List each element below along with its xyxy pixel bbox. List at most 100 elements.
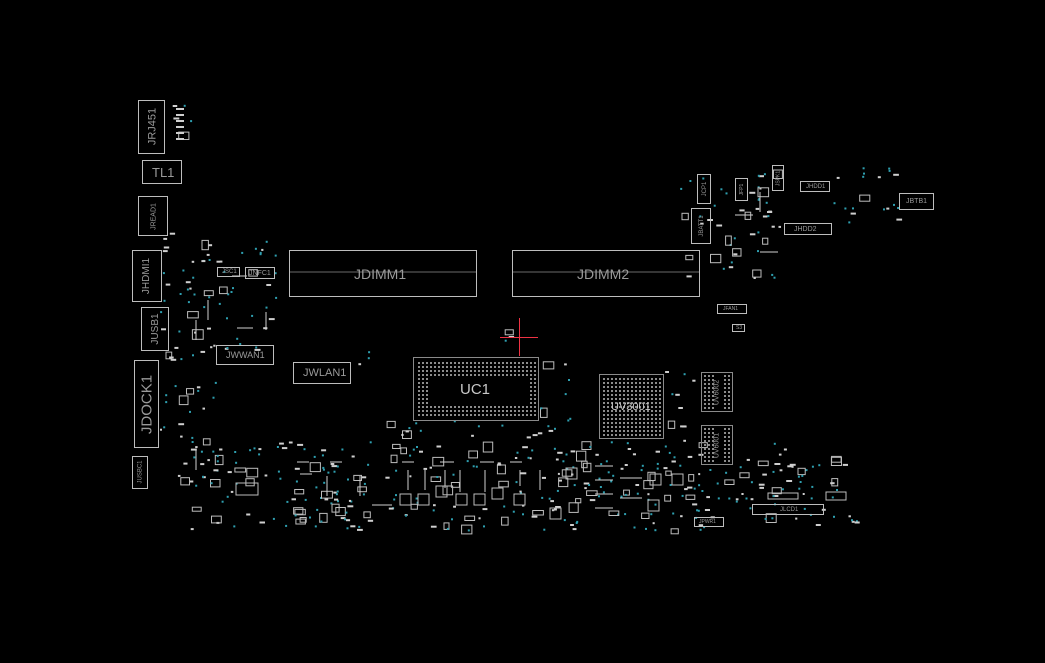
jlcd1-connector[interactable]: JLCD1 <box>752 504 824 515</box>
uc1-cpu[interactable]: UC1 <box>413 357 539 421</box>
bga-ball <box>514 414 516 416</box>
bga-ball <box>522 374 524 376</box>
smd-pad <box>778 453 782 456</box>
jbtb1-connector[interactable]: JBTB1 <box>899 193 934 210</box>
jdock1-connector[interactable]: JDOCK1 <box>134 360 159 448</box>
via <box>771 517 774 520</box>
smd-pad <box>704 509 710 511</box>
uv3001-gpu[interactable]: UV3001 <box>599 374 664 439</box>
jread1-connector[interactable]: JREAD1 <box>138 196 168 236</box>
via <box>202 475 204 478</box>
jusb1-connector[interactable]: JUSB1 <box>141 307 169 351</box>
bga-ball <box>635 382 637 384</box>
jwwan1-connector[interactable]: JWWAN1 <box>216 345 274 365</box>
bga-ball <box>458 366 460 368</box>
s3-switch[interactable]: S3 <box>732 324 745 332</box>
bga-ball <box>530 398 532 400</box>
uv6001-vram[interactable]: UV6001 <box>701 425 733 465</box>
jwlan1-connector[interactable]: JWLAN1 <box>293 362 351 384</box>
smd-pad <box>520 472 527 475</box>
smd-pad <box>741 493 744 495</box>
jhdd2-connector[interactable]: JHDD2 <box>784 223 832 235</box>
jnfc1-connector[interactable]: JNFC1 <box>245 267 275 279</box>
bga-ball <box>478 406 480 408</box>
bga-ball <box>534 414 536 416</box>
bga-ball <box>728 399 730 401</box>
bga-ball <box>502 362 504 364</box>
bga-ball <box>631 382 633 384</box>
jfan1-connector[interactable]: JFAN1 <box>717 304 747 314</box>
bga-ball <box>643 414 645 416</box>
jdimm1-slot[interactable]: JDIMM1 <box>289 250 477 297</box>
smd-pad <box>624 464 628 466</box>
bga-ball <box>623 390 625 392</box>
bga-ball <box>446 374 448 376</box>
bga-ball <box>434 406 436 408</box>
jspk1-connector[interactable]: JSPK1 <box>772 165 784 191</box>
bga-ball <box>418 362 420 364</box>
bga-ball <box>651 398 653 400</box>
bga-ball <box>486 414 488 416</box>
bga-ball <box>422 410 424 412</box>
jhdd1-connector[interactable]: JHDD1 <box>800 181 830 192</box>
via <box>358 525 361 528</box>
bga-ball <box>498 414 500 416</box>
uv6002-vram[interactable]: UV6002 <box>701 372 733 412</box>
smd-pad <box>850 212 856 215</box>
bga-ball <box>704 456 706 458</box>
jhdd2-label: JHDD2 <box>794 226 817 233</box>
bga-ball <box>647 426 649 428</box>
smd-pad <box>340 517 346 520</box>
inductor <box>491 487 504 500</box>
smd-pad <box>842 463 848 466</box>
jusbc1-connector[interactable]: JUSBC1 <box>132 456 148 489</box>
bga-ball <box>704 383 706 385</box>
ic-outline <box>294 508 306 516</box>
jsc1-connector[interactable]: JSC1 <box>217 267 240 277</box>
smd-pad <box>620 467 624 470</box>
bga-ball <box>708 460 710 462</box>
bga-ball <box>623 382 625 384</box>
ic-outline <box>698 442 708 449</box>
smd-pad <box>700 222 704 225</box>
jrj451-connector[interactable]: JRJ451 <box>138 100 165 154</box>
smd-pad <box>595 453 599 456</box>
ic-outline <box>293 507 304 515</box>
bga-ball <box>704 395 706 397</box>
via <box>818 464 821 467</box>
bga-ball <box>635 394 637 396</box>
bga-ball <box>530 366 532 368</box>
ic-outline <box>214 454 224 466</box>
via <box>636 492 639 495</box>
via <box>239 343 242 345</box>
smd-pad <box>755 207 760 210</box>
jdimm2-slot[interactable]: JDIMM2 <box>512 250 700 297</box>
smd-pad <box>213 344 216 347</box>
jfp1-connector[interactable]: JFP1 <box>735 178 748 201</box>
bga-ball <box>615 414 617 416</box>
via <box>575 522 578 524</box>
smd-pad <box>261 248 264 251</box>
via <box>192 276 195 279</box>
bga-ball <box>486 406 488 408</box>
via <box>883 208 885 211</box>
bga-ball <box>635 410 637 412</box>
via <box>720 188 723 191</box>
via <box>393 498 396 501</box>
smd-pad <box>266 284 272 286</box>
via <box>669 484 672 486</box>
smd-pad <box>334 498 339 501</box>
jbatt1-connector[interactable]: JBATT1 <box>691 208 711 244</box>
tl1-transformer[interactable]: TL1 <box>142 160 182 184</box>
uv6001-label: UV6001 <box>713 432 721 459</box>
via <box>295 480 298 483</box>
bga-ball <box>462 410 464 412</box>
via <box>735 500 738 503</box>
jhdmi1-connector[interactable]: JHDMI1 <box>132 250 162 302</box>
jpwr1-connector[interactable]: JPWR1 <box>694 517 724 527</box>
jcp1-connector[interactable]: JCP1 <box>697 174 711 204</box>
smd-pad <box>281 447 288 450</box>
via <box>831 496 834 499</box>
smd-pad <box>759 486 764 489</box>
